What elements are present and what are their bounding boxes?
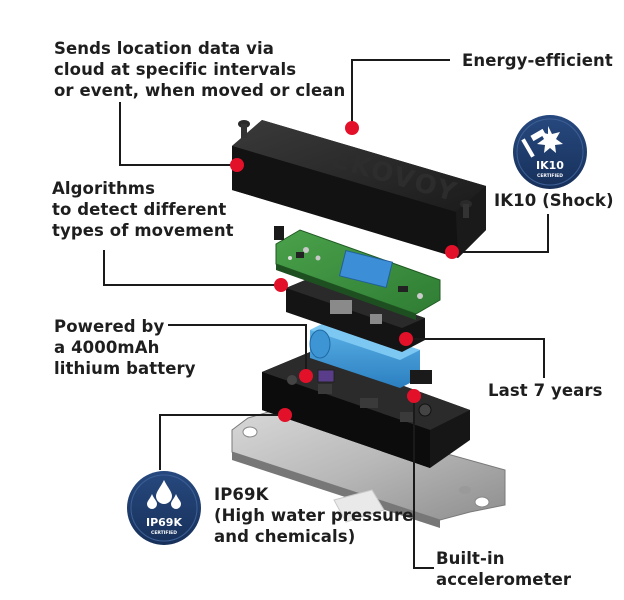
ik10-badge-sub: CERTIFIED — [537, 173, 563, 179]
callout-markers — [230, 121, 459, 422]
label-last: Last 7 years — [488, 380, 603, 401]
marker-accelerometer — [407, 389, 421, 403]
leader-algorithms — [103, 250, 280, 286]
label-battery-line: Powered by — [54, 317, 165, 336]
label-last-line: Last 7 years — [488, 381, 603, 400]
marker-energy — [345, 121, 359, 135]
label-battery: Powered by a 4000mAh lithium battery — [54, 316, 196, 379]
battery-bracket — [286, 278, 425, 352]
label-accelerometer: Built-in accelerometer — [436, 548, 571, 590]
label-ik10-line: IK10 (Shock) — [494, 191, 614, 210]
pcb-connector — [274, 226, 284, 240]
thermal-pad — [333, 489, 385, 523]
label-ip69k-line: IP69K — [214, 485, 269, 504]
ik10-badge: IK10 CERTIFIED — [513, 115, 587, 189]
label-energy: Energy-efficient — [462, 50, 613, 71]
ip69k-badge: IP69K CERTIFIED — [127, 471, 201, 545]
marker-ip69k — [278, 408, 292, 422]
hammer-impact-icon — [521, 126, 563, 158]
label-accelerometer-line: Built-in — [436, 549, 505, 568]
label-location-line: or event, when moved or clean — [54, 81, 346, 100]
label-algorithms-line: to detect different — [52, 200, 227, 219]
marker-algorithms — [274, 278, 288, 292]
leader-ik10 — [452, 214, 549, 253]
leader-accelerometer — [413, 396, 434, 569]
label-algorithms-line: Algorithms — [52, 179, 156, 198]
label-algorithms: Algorithms to detect different types of … — [52, 178, 234, 241]
ip69k-badge-sub: CERTIFIED — [151, 530, 177, 536]
leader-last — [406, 338, 545, 378]
lid-screw-right — [460, 200, 472, 218]
label-battery-line: lithium battery — [54, 359, 196, 378]
circuit-board — [275, 229, 441, 320]
leader-location — [119, 102, 236, 166]
ip69k-badge-title: IP69K — [146, 516, 182, 529]
label-energy-line: Energy-efficient — [462, 51, 613, 70]
leader-battery — [168, 324, 307, 374]
label-location-line: Sends location data via — [54, 39, 275, 58]
marker-location — [230, 158, 244, 172]
leader-ip69k — [159, 414, 284, 470]
label-ip69k-line: (High water pressure — [214, 506, 414, 525]
battery — [309, 320, 432, 388]
label-ip69k: IP69K (High water pressure and chemicals… — [214, 484, 414, 547]
water-drops-icon — [147, 480, 181, 509]
label-location-line: cloud at specific intervals — [54, 60, 297, 79]
accelerometer-chip — [317, 369, 335, 383]
label-battery-line: a 4000mAh — [54, 338, 160, 357]
base-housing — [262, 352, 470, 468]
lid-screw-left — [238, 120, 250, 138]
label-algorithms-line: types of movement — [52, 221, 234, 240]
marker-ik10 — [445, 245, 459, 259]
label-ik10: IK10 (Shock) — [494, 190, 614, 211]
label-location: Sends location data via cloud at specifi… — [54, 38, 345, 101]
device-lid: EKOVOY — [232, 120, 486, 258]
ik10-badge-title: IK10 — [536, 159, 564, 172]
marker-battery — [299, 369, 313, 383]
marker-last — [399, 332, 413, 346]
label-accelerometer-line: accelerometer — [436, 570, 572, 589]
leader-energy — [351, 59, 450, 128]
leader-lines — [103, 59, 549, 569]
label-ip69k-line: and chemicals) — [214, 527, 356, 546]
